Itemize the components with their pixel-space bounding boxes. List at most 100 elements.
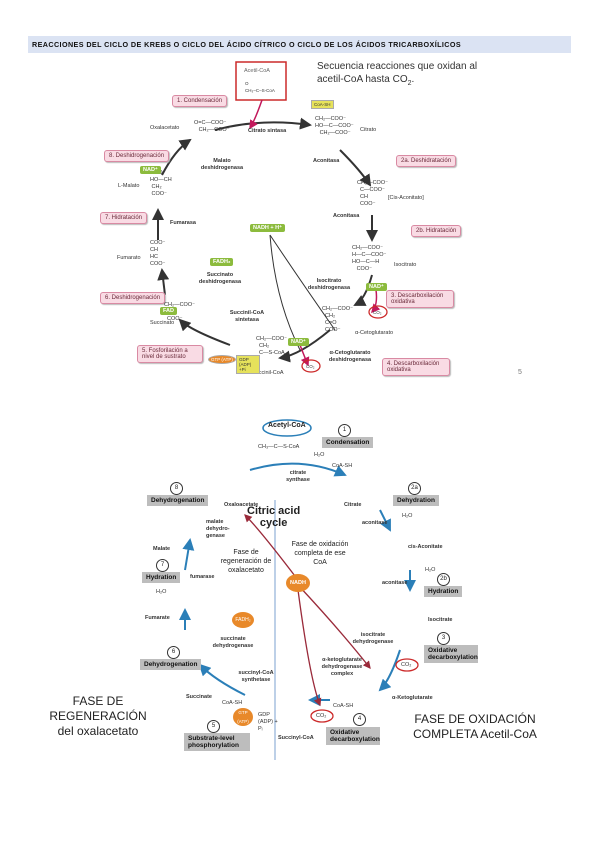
step-6: 6. Deshidrogenación bbox=[100, 292, 166, 304]
aketoglutarate-label: α-Ketoglutarate bbox=[392, 695, 433, 701]
label-hydration-7: Hydration bbox=[142, 572, 181, 583]
label-dehydrogenation-6: Dehydrogenation bbox=[140, 659, 202, 670]
coash-2: CoA-SH bbox=[333, 703, 354, 709]
co2-1: CO₂ bbox=[373, 310, 382, 315]
num-5: 5 bbox=[207, 720, 220, 733]
label-substrate: Substrate-level phosphorylation bbox=[184, 733, 250, 751]
subtitle-line-2: acetil-CoA hasta CO2. bbox=[317, 74, 415, 87]
coash-1: CoA-SH bbox=[332, 463, 353, 469]
aketo-label: α-Cetoglutarato bbox=[355, 330, 394, 336]
oxaloacetate-label: Oxaloacetate bbox=[224, 502, 259, 508]
citrato-structure: CH₂—COO⁻HO—C—COO⁻ CH₂—COO⁻ bbox=[315, 116, 354, 136]
isocitrato-structure: CH₂—COO⁻H—C—COO⁻HO—C—H COO⁻ bbox=[352, 245, 387, 272]
enzyme-succinate-dh: succinate dehydrogenase bbox=[212, 636, 254, 649]
oxalacetato-label: Oxalacetato bbox=[150, 125, 180, 131]
label-dehydration: Dehydration bbox=[393, 495, 439, 506]
enzyme-aconitase-1: aconitase bbox=[362, 520, 388, 526]
enzyme-citrato-sintasa: Citrato sintasa bbox=[248, 128, 287, 134]
lmalato-label: L-Malato bbox=[118, 183, 140, 189]
cisaconitate-label: cis-Aconitate bbox=[408, 544, 443, 550]
fadh2-box: FADH₂ bbox=[210, 258, 234, 266]
enzyme-succinil-sint: Succinil-CoA sintetasa bbox=[229, 310, 265, 323]
enzyme-malate-dh: malate dehydro-genase bbox=[206, 519, 230, 539]
step-8: 8. Deshidrogenación bbox=[104, 150, 170, 162]
isocitrato-label: Isocitrato bbox=[394, 262, 417, 268]
label-hydration-2b: Hydration bbox=[424, 586, 463, 597]
fadh2-circle: FADH₂ bbox=[232, 612, 254, 628]
cycle-title: Citric acid cycle bbox=[247, 505, 300, 529]
acetyl-coa-label: Acetil-CoA bbox=[244, 68, 270, 74]
citrate-label: Citrate bbox=[344, 502, 362, 508]
oxalacetato-structure: O=C—COO⁻ CH₂—COO⁻ bbox=[194, 120, 230, 133]
gdp-box: GDP (ADP) +Pi bbox=[236, 355, 260, 374]
enzyme-fumarasa: Fumarasa bbox=[170, 220, 196, 226]
fumarate-label: Fumarate bbox=[145, 615, 170, 621]
num-6: 6 bbox=[167, 646, 180, 659]
succinilcoa-structure: CH₂—COO⁻ CH₂ C—S-CoA bbox=[256, 336, 288, 356]
label-dehydrogenation-8: Dehydrogenation bbox=[147, 495, 209, 506]
left-phase-title: FASE DE REGENERACIÓN del oxalacetato bbox=[49, 694, 147, 738]
enzyme-malato-dh: Malato deshidrogenasa bbox=[200, 158, 244, 171]
enzyme-fumarase: fumarase bbox=[190, 574, 215, 580]
enzyme-aketo-dh: α-ketoglutarate dehydrogenase complex bbox=[321, 657, 363, 677]
succinylcoa-label: Succinyl-CoA bbox=[278, 735, 314, 741]
succinato-label: Succinato bbox=[150, 320, 175, 326]
enzyme-succinato-dh: Succinato deshidrogenasa bbox=[198, 272, 242, 285]
enzyme-aconitasa-2: Aconitasa bbox=[333, 213, 360, 219]
coash-3: CoA-SH bbox=[222, 700, 243, 706]
step-7: 7. Hidratación bbox=[100, 212, 148, 224]
num-4: 4 bbox=[353, 713, 366, 726]
nadh-box: NADH + H⁺ bbox=[250, 224, 286, 232]
top-subtitle: Secuencia reacciones que oxidan al aceti… bbox=[317, 60, 477, 90]
num-3: 3 bbox=[437, 632, 450, 645]
label-condensation: Condensation bbox=[322, 437, 374, 448]
gdp-label: GDP (ADP) + Pᵢ bbox=[258, 712, 278, 732]
right-phase-title: FASE DE OXIDACIÓN COMPLETA Acetil-CoA bbox=[413, 712, 537, 741]
enzyme-citrate-synthase: citrate synthase bbox=[286, 470, 310, 483]
gtp-circle-en: GTP (ATP) bbox=[233, 708, 253, 726]
enzyme-isocitrato-dh: Isocitrato deshidrogenasa bbox=[307, 278, 351, 291]
top-diagram-arrows bbox=[152, 61, 388, 373]
malate-label: Malate bbox=[153, 546, 171, 552]
num-2b: 2b bbox=[437, 573, 450, 586]
aketo-structure: CH₂—COO⁻ CH₂ C=O COO⁻ bbox=[322, 306, 354, 333]
co2-en-1: CO₂ bbox=[401, 662, 412, 668]
succinilcoa-label: Succinil-CoA bbox=[252, 370, 284, 376]
citrato-label: Citrato bbox=[360, 127, 377, 133]
nad-box-2: NAD⁺ bbox=[366, 283, 387, 291]
num-1: 1 bbox=[338, 424, 351, 437]
phase-ox-small: Fase de oxidación completa de ese CoA bbox=[291, 541, 349, 566]
fumarato-label: Fumarato bbox=[117, 255, 141, 261]
label-oxidative-3: Oxidative decarboxylation bbox=[424, 645, 478, 663]
step-4: 4. Descarboxilación oxidativa bbox=[382, 358, 450, 376]
acetyl-coa-structure-en: CH₃—C—S-CoA bbox=[258, 444, 300, 450]
coash-box: CoA-SH bbox=[311, 100, 334, 109]
phase-regen-small: Fase de regeneración de oxalacetato bbox=[220, 549, 272, 574]
h2o-4: H₂O bbox=[156, 589, 167, 595]
cycle-title-line-2: cycle bbox=[259, 517, 288, 529]
co2-en-2: CO₂ bbox=[316, 713, 327, 719]
gtp-circle: GTP (ATP) bbox=[208, 355, 236, 364]
nad-box-3: NAD⁺ bbox=[288, 338, 309, 346]
succinate-label: Succinate bbox=[186, 694, 212, 700]
subtitle-line-1: Secuencia reacciones que oxidan al bbox=[317, 61, 478, 72]
subtitle-line-2-text: acetil-CoA hasta CO bbox=[317, 74, 408, 85]
step-1: 1. Condensación bbox=[172, 95, 228, 107]
step-5: 5. Fosforilación a nivel de sustrato bbox=[137, 345, 203, 363]
h2o-1: H₂O bbox=[314, 452, 325, 458]
num-8: 8 bbox=[170, 482, 183, 495]
step-2b: 2b. Hidratación bbox=[411, 225, 462, 237]
enzyme-aconitase-2: aconitase bbox=[382, 580, 408, 586]
enzyme-isocitrate-dh: isocitrate dehydrogenase bbox=[352, 632, 394, 645]
page-header: REACCIONES DEL CICLO DE KREBS O CICLO DE… bbox=[28, 36, 571, 53]
num-2a: 2a bbox=[408, 482, 421, 495]
enzyme-succinylcoa-synth: succinyl-CoA synthetase bbox=[238, 670, 274, 683]
cycle-title-line-1: Citric acid bbox=[247, 505, 301, 517]
acetyl-coa-label-en: Acetyl-CoA bbox=[268, 422, 306, 429]
cis-aconitato-structure: CH₂—COO⁻ C—COO⁻ CH COO⁻ bbox=[357, 180, 389, 207]
h2o-3: H₂O bbox=[425, 567, 436, 573]
h2o-2: H₂O bbox=[402, 513, 413, 519]
